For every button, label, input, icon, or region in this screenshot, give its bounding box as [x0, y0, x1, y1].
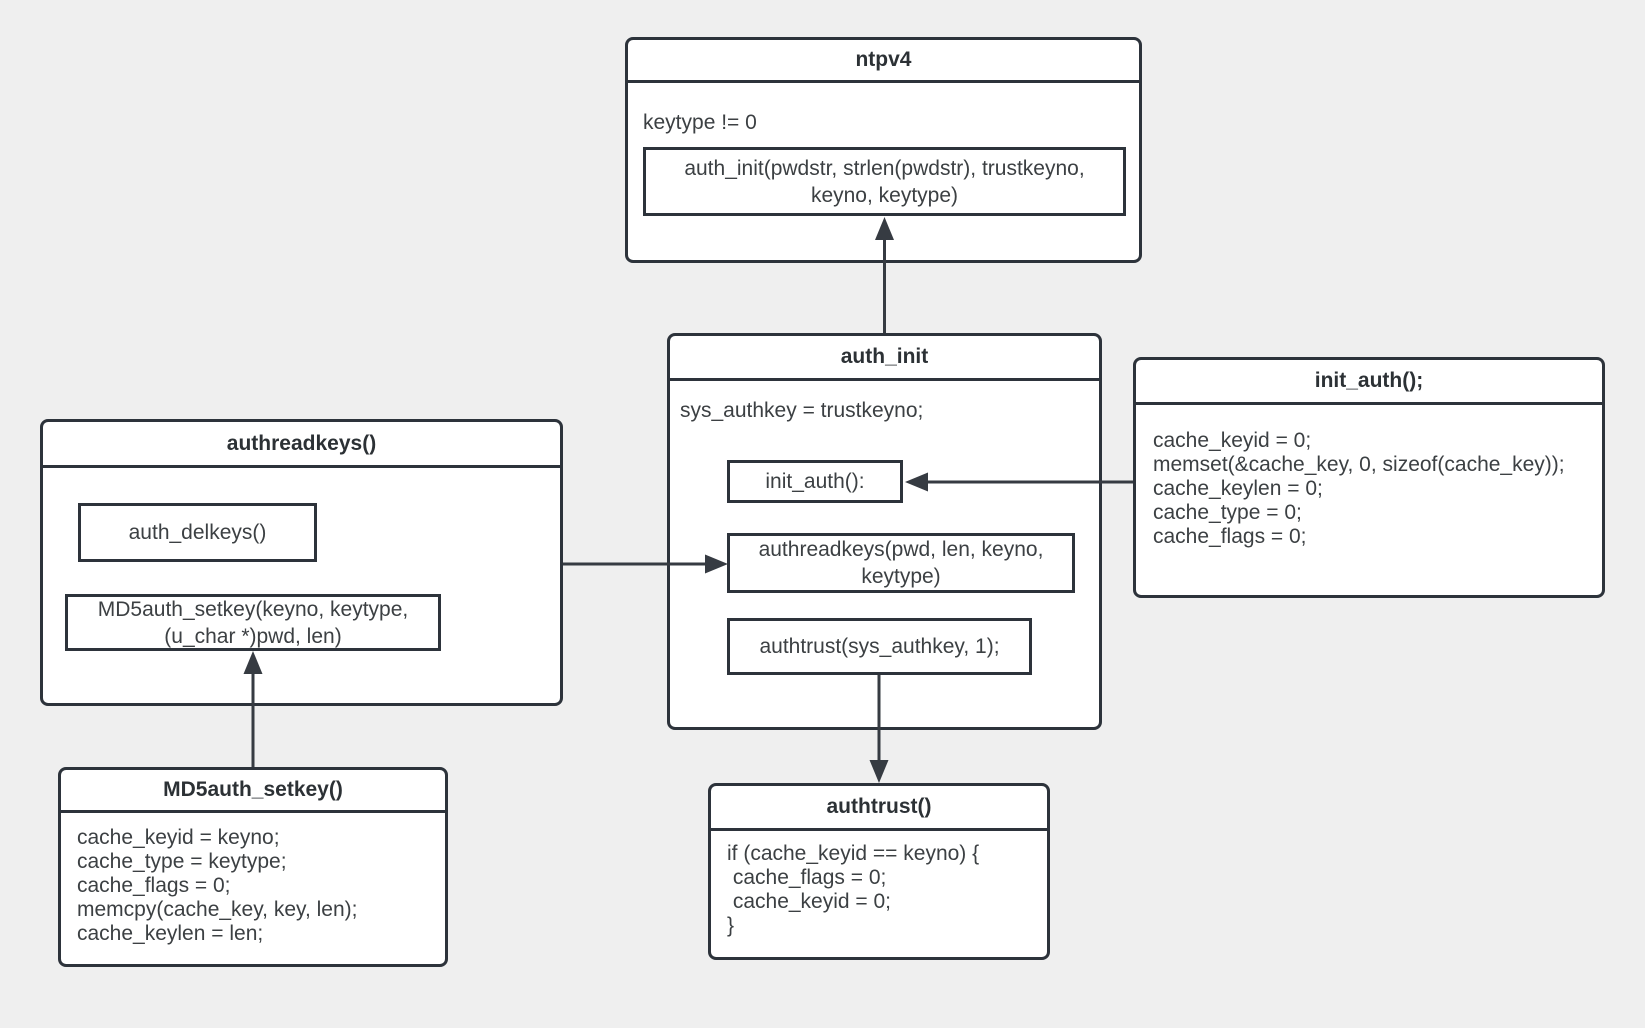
arrowhead	[869, 760, 889, 783]
node-auth-init-title: auth_init	[670, 336, 1099, 381]
node-init-auth-title: init_auth();	[1136, 360, 1602, 405]
authreadkeys-call-md5auth-setkey: MD5auth_setkey(keyno, keytype, (u_char *…	[65, 594, 441, 651]
auth-init-call-authtrust: authtrust(sys_authkey, 1);	[727, 618, 1032, 675]
node-authreadkeys-title: authreadkeys()	[43, 422, 560, 468]
node-ntpv4: ntpv4 keytype != 0 auth_init(pwdstr, str…	[625, 37, 1142, 263]
code-line: if (cache_keyid == keyno) {	[727, 842, 980, 865]
node-auth-init: auth_init sys_authkey = trustkeyno; init…	[667, 333, 1102, 730]
node-authtrust-title: authtrust()	[711, 786, 1047, 831]
call-text-line: (u_char *)pwd, len)	[164, 624, 342, 648]
authtrust-body: if (cache_keyid == keyno) { cache_flags …	[727, 842, 979, 938]
code-line: cache_keyid = 0;	[727, 890, 892, 913]
node-authtrust: authtrust() if (cache_keyid == keyno) { …	[708, 783, 1050, 960]
code-line: memset(&cache_key, 0, sizeof(cache_key))…	[1153, 453, 1565, 476]
code-line: }	[727, 914, 735, 937]
authreadkeys-call-auth-delkeys: auth_delkeys()	[78, 503, 317, 562]
call-text-line: keyno, keytype)	[810, 183, 959, 207]
call-text-line: authtrust(sys_authkey, 1);	[759, 635, 1000, 658]
ntpv4-call-auth-init: auth_init(pwdstr, strlen(pwdstr), trustk…	[643, 147, 1126, 216]
code-line: cache_flags = 0;	[77, 874, 231, 897]
call-text-line: keytype)	[861, 565, 941, 588]
code-line: cache_keylen = len;	[77, 922, 264, 945]
node-md5auth-setkey: MD5auth_setkey() cache_keyid = keyno; ca…	[58, 767, 448, 967]
auth-init-call-authreadkeys: authreadkeys(pwd, len, keyno, keytype)	[727, 533, 1075, 593]
call-text-line: MD5auth_setkey(keyno, keytype,	[97, 597, 409, 621]
code-line: cache_type = keytype;	[77, 850, 287, 873]
call-text-line: authreadkeys(pwd, len, keyno,	[758, 538, 1044, 561]
auth-init-statement: sys_authkey = trustkeyno;	[680, 399, 924, 422]
code-line: memcpy(cache_key, key, len);	[77, 898, 358, 921]
ntpv4-condition: keytype != 0	[643, 111, 757, 134]
call-text-line: auth_init(pwdstr, strlen(pwdstr), trustk…	[684, 156, 1085, 180]
code-line: cache_keyid = 0;	[1153, 429, 1312, 452]
auth-init-call-init-auth: init_auth():	[727, 460, 903, 503]
init-auth-body: cache_keyid = 0; memset(&cache_key, 0, s…	[1153, 429, 1565, 549]
node-init-auth: init_auth(); cache_keyid = 0; memset(&ca…	[1133, 357, 1605, 598]
call-text-line: auth_delkeys()	[128, 521, 267, 544]
code-line: cache_flags = 0;	[1153, 525, 1307, 548]
call-text-line: init_auth():	[765, 470, 865, 493]
md5auth-setkey-body: cache_keyid = keyno; cache_type = keytyp…	[77, 826, 358, 946]
code-line: cache_keyid = keyno;	[77, 826, 280, 849]
code-line: cache_type = 0;	[1153, 501, 1302, 524]
node-ntpv4-title: ntpv4	[628, 40, 1139, 83]
code-line: cache_keylen = 0;	[1153, 477, 1323, 500]
node-md5auth-setkey-title: MD5auth_setkey()	[61, 770, 445, 813]
code-line: cache_flags = 0;	[727, 866, 887, 889]
node-authreadkeys: authreadkeys() auth_delkeys() MD5auth_se…	[40, 419, 563, 706]
